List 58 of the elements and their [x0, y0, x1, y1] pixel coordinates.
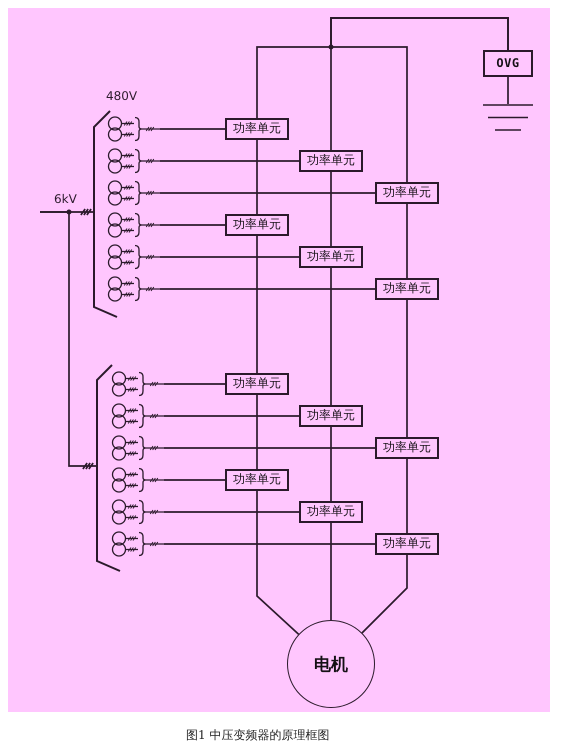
wire: [256, 236, 258, 373]
transformer-symbol: [111, 370, 164, 398]
wire: [164, 543, 375, 545]
wire: [160, 128, 225, 130]
transformer-symbol: [107, 179, 160, 207]
transformer-symbol: [111, 402, 164, 430]
wire: [256, 395, 258, 469]
wire: [160, 192, 375, 194]
power-unit-box: 功率单元: [299, 150, 363, 172]
power-unit-box: 功率单元: [299, 405, 363, 427]
power-unit-box: 功率单元: [225, 118, 289, 140]
transformer-symbol: [107, 243, 160, 271]
wire: [164, 383, 225, 385]
bus-bracket: [93, 110, 161, 319]
power-unit-box: 功率单元: [375, 437, 439, 459]
wire: [330, 172, 332, 246]
transformer-symbol: [111, 466, 164, 494]
wire: [507, 77, 509, 104]
voltage-label: 480V: [106, 89, 138, 103]
bus-bracket: [96, 364, 165, 573]
transformer-symbol: [111, 498, 164, 526]
transformer-symbol: [111, 434, 164, 462]
power-unit-box: 功率单元: [225, 469, 289, 491]
power-unit-box: 功率单元: [225, 214, 289, 236]
wire: [256, 140, 258, 214]
wire: [160, 160, 299, 162]
wire: [256, 491, 300, 635]
wire: [330, 427, 332, 501]
wire: [362, 555, 408, 634]
wire: [164, 415, 299, 417]
power-unit-box: 功率单元: [375, 278, 439, 300]
power-unit-box: 功率单元: [375, 533, 439, 555]
power-unit-box: 功率单元: [299, 246, 363, 268]
transformer-symbol: [107, 211, 160, 239]
wire: [406, 204, 408, 278]
ground-symbol: [483, 104, 533, 131]
wire: [330, 523, 332, 620]
wire: [39, 211, 97, 470]
wire: [330, 268, 332, 405]
wire: [164, 511, 299, 513]
wire: [160, 288, 375, 290]
wire: [164, 447, 375, 449]
transformer-symbol: [107, 147, 160, 175]
device-box: OVG: [483, 50, 533, 77]
wire: [160, 224, 225, 226]
transformer-symbol: [111, 530, 164, 558]
transformer-symbol: [107, 115, 160, 143]
power-unit-box: 功率单元: [225, 373, 289, 395]
wire: [406, 300, 408, 437]
voltage-label: 6kV: [54, 192, 77, 206]
wire: [160, 256, 299, 258]
power-unit-box: 功率单元: [299, 501, 363, 523]
figure-caption: 图1 中压变频器的原理框图: [186, 728, 330, 743]
transformer-symbol: [107, 275, 160, 303]
power-unit-box: 功率单元: [375, 182, 439, 204]
wire: [406, 459, 408, 533]
wire: [164, 479, 225, 481]
wire: [330, 17, 509, 182]
